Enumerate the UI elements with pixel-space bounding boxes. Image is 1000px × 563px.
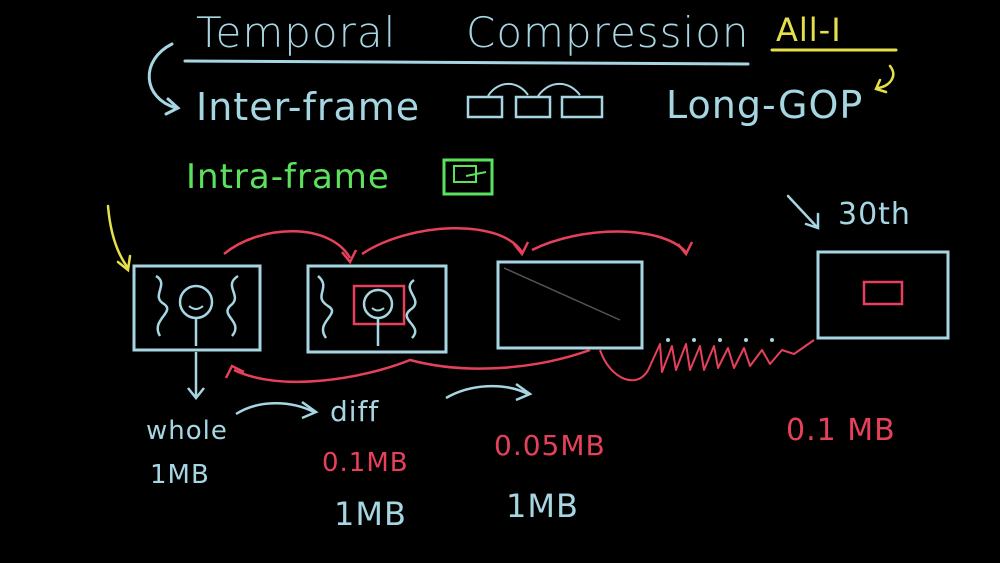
inter-hop-2 (537, 82, 581, 97)
whole-label: whole (146, 416, 228, 446)
inter-box-1 (466, 95, 504, 119)
intra-box (442, 158, 494, 196)
diff-label: diff (330, 395, 380, 428)
title-underline (183, 59, 750, 66)
frame-30-pointer (786, 194, 818, 228)
arc-back-to-frame1 (233, 348, 591, 383)
frame-30-pointer-head (804, 212, 820, 230)
all-i-arrowhead (874, 78, 888, 94)
whole-size-label: 1MB (150, 460, 210, 490)
arc-frame3-onward-head (677, 241, 694, 257)
third-size-label: 0.05MB (494, 429, 606, 462)
intra-frame-label: Intra-frame (186, 157, 390, 197)
frame-30th-label: 30th (838, 197, 911, 232)
title-to-inter-arrow (147, 42, 178, 110)
inter-frame-label: Inter-frame (196, 85, 421, 129)
red-scribble (599, 339, 815, 382)
frame-3-diagonal (503, 267, 621, 321)
long-gop-label: Long-GOP (666, 83, 864, 127)
arc-frame2-to-3 (361, 227, 524, 256)
frame-1 (132, 264, 262, 352)
frame-30 (816, 250, 950, 340)
arc-frame1-to-2 (223, 230, 352, 259)
inter-box-3 (560, 95, 604, 119)
frame-1-squiggle-r (226, 274, 239, 337)
frame-1-face (178, 284, 214, 320)
title-left: Temporal (196, 8, 397, 57)
all-i-label: All-I (776, 11, 842, 49)
frame-2-squiggle-r (405, 278, 417, 339)
arc-frame1-to-2-head (341, 249, 358, 265)
third-full-size-label: 1MB (506, 487, 579, 525)
frame-30-change-box (862, 280, 904, 306)
frame-1-smile (188, 305, 204, 310)
diff-onward-arrow (445, 384, 529, 400)
arc-back-to-frame1-head (224, 364, 245, 379)
frame-3 (496, 260, 644, 350)
diff-size-label: 0.1MB (322, 448, 409, 478)
intra-inner-arrow (465, 171, 487, 177)
frame-1-squiggle-l (155, 274, 169, 337)
arc-frame2-to-3-head (513, 241, 530, 257)
ellipsis-dots (666, 338, 774, 342)
frame-2-smile (371, 307, 385, 312)
all-i-arrow (876, 64, 895, 90)
diff-onward-arrow-head (515, 382, 533, 402)
down-arrow-frame1-head (187, 387, 205, 401)
frame1-pointer-head (116, 254, 132, 273)
inter-box-2 (514, 95, 552, 119)
inter-hop-1 (487, 82, 529, 97)
title-to-inter-arrowhead (164, 97, 181, 116)
frame-2-squiggle-l (317, 275, 334, 339)
arc-frame3-onward (531, 230, 687, 253)
last-size-label: 0.1 MB (786, 413, 896, 448)
frame-2-face (362, 288, 394, 320)
title-right: Compression (466, 8, 750, 57)
whole-to-diff-arrow (235, 402, 315, 416)
frame-2 (306, 264, 448, 354)
second-full-size-label: 1MB (334, 495, 407, 533)
frame1-pointer (106, 204, 130, 270)
whole-to-diff-arrow-head (301, 400, 319, 420)
